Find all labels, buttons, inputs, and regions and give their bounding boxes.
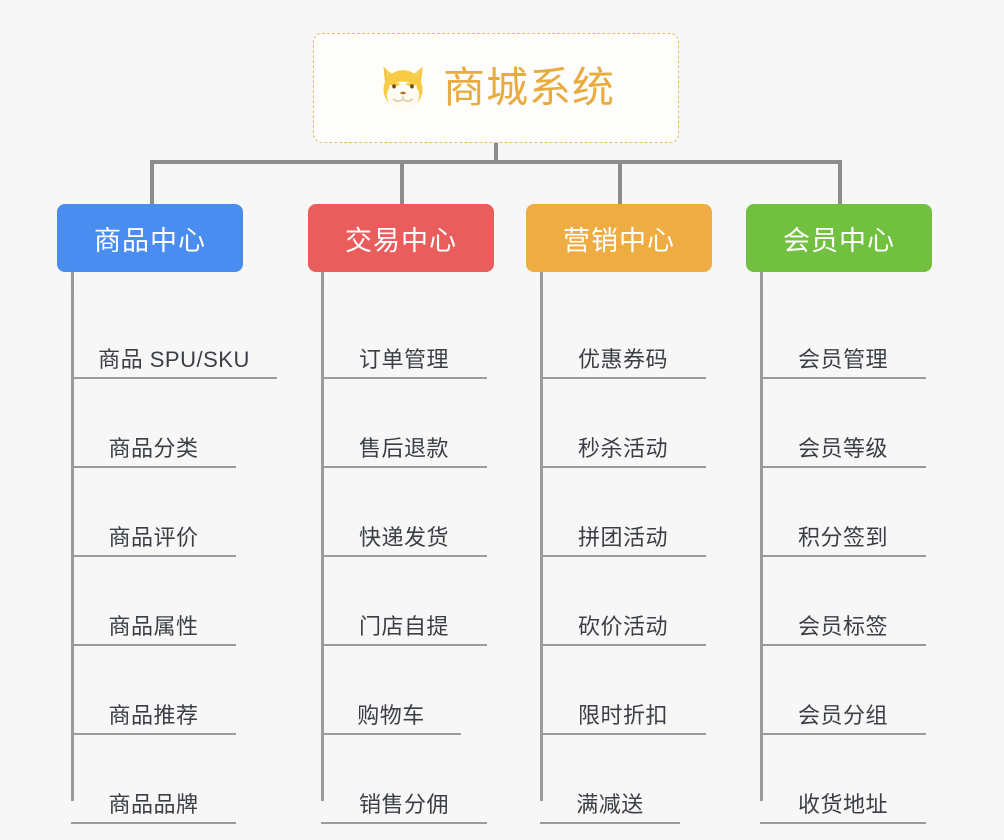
leaf-item[interactable]: 会员分组: [760, 646, 926, 735]
leaf-item[interactable]: 商品评价: [71, 468, 236, 557]
leaf-label: 商品推荐: [108, 702, 199, 728]
column-spine: [540, 290, 543, 801]
category-header-product-center[interactable]: 商品中心: [57, 204, 243, 272]
leaf-label: 门店自提: [358, 613, 449, 639]
column-marketing-center: 优惠券码 秒杀活动 拼团活动 砍价活动 限时折扣 满减送: [529, 290, 749, 824]
leaf-item[interactable]: 销售分佣: [321, 735, 487, 824]
root-node[interactable]: 商城系统: [313, 33, 679, 143]
leaf-label: 收货地址: [797, 791, 888, 817]
root-title: 商城系统: [442, 64, 615, 111]
category-header-member-center[interactable]: 会员中心: [746, 204, 932, 272]
leaf-label: 砍价活动: [577, 613, 668, 639]
leaf-item[interactable]: 优惠券码: [540, 290, 706, 379]
leaf-item[interactable]: 商品分类: [71, 379, 236, 468]
leaf-item[interactable]: 砍价活动: [540, 557, 706, 646]
leaf-label: 会员管理: [797, 346, 888, 372]
leaf-label: 会员等级: [797, 435, 888, 461]
connector-drop-3: [618, 160, 622, 204]
leaf-item[interactable]: 订单管理: [321, 290, 487, 379]
leaf-label: 优惠券码: [577, 346, 668, 372]
leaf-item[interactable]: 商品推荐: [71, 646, 236, 735]
column-spine: [321, 290, 324, 801]
leaf-item[interactable]: 商品 SPU/SKU: [71, 290, 277, 379]
connector-horizontal-bus: [150, 160, 840, 164]
leaf-item[interactable]: 门店自提: [321, 557, 487, 646]
leaf-label: 会员分组: [797, 702, 888, 728]
connector-drop-4: [838, 160, 842, 204]
leaf-item[interactable]: 积分签到: [760, 468, 926, 557]
category-header-label: 营销中心: [563, 225, 675, 256]
column-member-center: 会员管理 会员等级 积分签到 会员标签 会员分组 收货地址: [749, 290, 969, 824]
category-header-label: 会员中心: [783, 225, 895, 256]
leaf-item[interactable]: 商品品牌: [71, 735, 236, 824]
leaf-label: 商品属性: [108, 613, 199, 639]
leaf-item[interactable]: 满减送: [540, 735, 680, 824]
leaf-label: 售后退款: [358, 435, 449, 461]
leaf-item[interactable]: 会员等级: [760, 379, 926, 468]
leaf-label: 积分签到: [797, 524, 888, 550]
leaf-label: 商品 SPU/SKU: [98, 346, 250, 372]
column-trade-center: 订单管理 售后退款 快递发货 门店自提 购物车 销售分佣: [310, 290, 530, 824]
column-product-center: 商品 SPU/SKU 商品分类 商品评价 商品属性 商品推荐 商品品牌: [60, 290, 280, 824]
leaf-item[interactable]: 会员管理: [760, 290, 926, 379]
leaf-item[interactable]: 快递发货: [321, 468, 487, 557]
column-spine: [71, 290, 74, 801]
leaf-label: 快递发货: [358, 524, 449, 550]
leaf-label: 商品品牌: [108, 791, 199, 817]
leaf-label: 秒杀活动: [577, 435, 668, 461]
leaf-label: 会员标签: [797, 613, 888, 639]
leaf-label: 满减送: [576, 791, 644, 817]
leaf-label: 拼团活动: [577, 524, 668, 550]
leaf-label: 购物车: [357, 702, 425, 728]
leaf-label: 商品分类: [108, 435, 199, 461]
leaf-item[interactable]: 会员标签: [760, 557, 926, 646]
category-header-label: 交易中心: [345, 225, 457, 256]
connector-root-stem: [494, 143, 498, 163]
column-spine: [760, 290, 763, 801]
leaf-item[interactable]: 购物车: [321, 646, 461, 735]
leaf-label: 订单管理: [358, 346, 449, 372]
shiba-dog-icon: [383, 66, 423, 111]
leaf-item[interactable]: 收货地址: [760, 735, 926, 824]
connector-drop-2: [400, 160, 404, 204]
leaf-label: 商品评价: [108, 524, 199, 550]
connector-drop-1: [150, 160, 154, 204]
leaf-label: 限时折扣: [577, 702, 668, 728]
category-header-marketing-center[interactable]: 营销中心: [526, 204, 712, 272]
leaf-item[interactable]: 商品属性: [71, 557, 236, 646]
leaf-item[interactable]: 秒杀活动: [540, 379, 706, 468]
category-header-trade-center[interactable]: 交易中心: [308, 204, 494, 272]
leaf-label: 销售分佣: [358, 791, 449, 817]
leaf-item[interactable]: 限时折扣: [540, 646, 706, 735]
category-header-label: 商品中心: [94, 225, 206, 256]
leaf-item[interactable]: 拼团活动: [540, 468, 706, 557]
leaf-item[interactable]: 售后退款: [321, 379, 487, 468]
